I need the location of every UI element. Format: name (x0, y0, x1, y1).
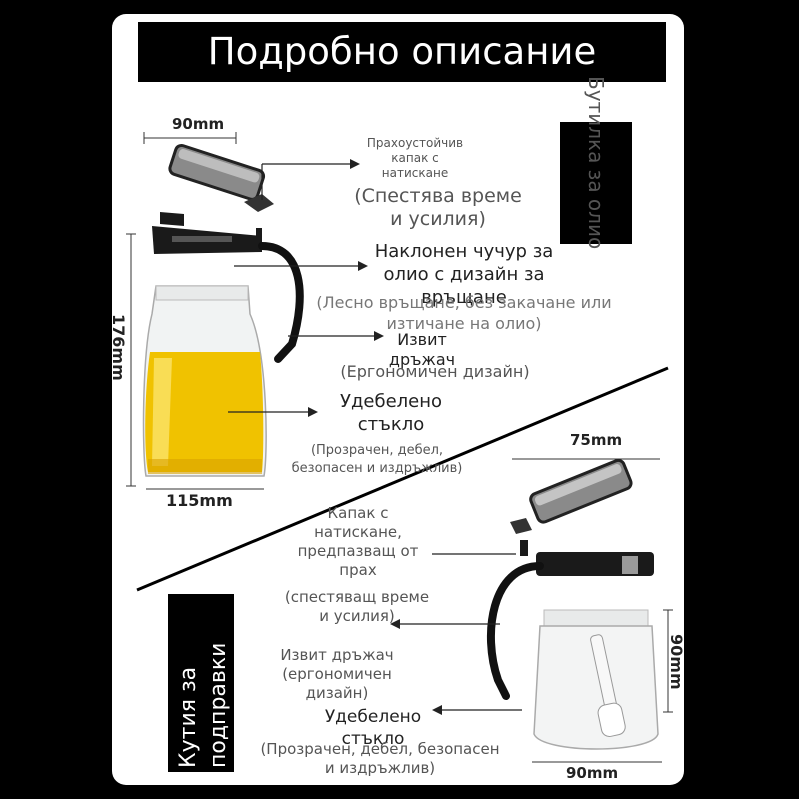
spice-bottom-dimension: 90mm (566, 764, 619, 782)
spice-glass-callout-sub: (Прозрачен, дебел, безопасен и издръжлив… (260, 740, 500, 777)
title-banner: Подробно описание (138, 22, 666, 82)
diagonal-divider (136, 366, 669, 592)
spice-handle-callout: Извит дръжач (ергономичен дизайн) (280, 646, 394, 702)
bottle-glass-callout-sub: (Прозрачен, дебел, безопасен и издръжлив… (291, 443, 463, 476)
bottle-spout-callout-sub: (Лесно връщане, без закачане или изтичан… (316, 293, 612, 333)
bottle-handle (258, 242, 304, 363)
spice-cap-callout: Капак с натискане, предпазващ от прах (297, 504, 419, 579)
spice-lid (529, 458, 633, 524)
bottle-lid (168, 143, 266, 201)
spice-glass-jar (533, 625, 659, 750)
bottle-handle-callout-sub: (Ергономичен дизайн) (340, 362, 530, 381)
page-title: Подробно описание (207, 30, 597, 73)
bottle-side-label: Бутилка за олио (584, 76, 608, 250)
bottle-height-dimension: 176mm (112, 314, 128, 381)
bottle-lid-tab (244, 194, 274, 212)
bottle-cap-callout: Прахоустойчив капак с натискане (366, 136, 464, 180)
bottle-label-box (560, 122, 632, 244)
bottle-bottom-dimension: 115mm (166, 491, 233, 510)
spice-label-box (168, 594, 234, 772)
spice-top-dimension: 75mm (570, 431, 623, 449)
spice-side-label: Кутия за подправки (176, 642, 231, 768)
spice-cap-callout-sub: (спестяващ време и усилия) (284, 588, 430, 625)
spice-spoon (590, 634, 626, 737)
bottle-spout-tip (160, 212, 184, 226)
bottle-glass-callout: Удебелено стъкло (339, 391, 443, 435)
spice-lid-tab (510, 518, 532, 534)
bottle-oil (145, 352, 264, 472)
bottle-cap-callout-sub: (Спестява време и усилия) (354, 185, 522, 230)
product-detail-card: Подробно описание (112, 14, 684, 785)
spice-height-dimension: 90mm (667, 634, 684, 690)
spice-glass-callout: Удебелено стъкло (324, 707, 422, 749)
bottle-top-dimension: 90mm (172, 115, 225, 133)
bottle-handle-callout: Извит дръжач (388, 330, 456, 369)
bottle-spout-callout: Наклонен чучур за олио с дизайн за връща… (374, 241, 554, 308)
spice-handle (486, 562, 544, 700)
product-illustration (126, 132, 673, 763)
